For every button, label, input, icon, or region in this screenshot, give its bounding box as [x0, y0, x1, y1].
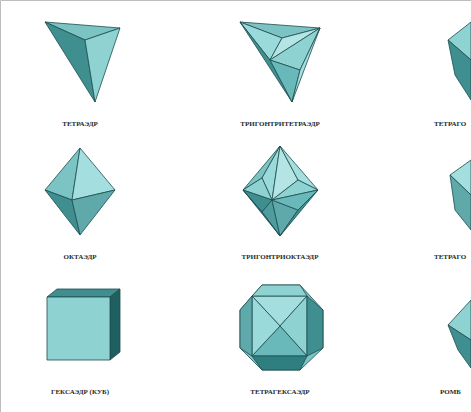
shape-name: ТЕТРАГО [434, 121, 466, 128]
shape-name: ОКТАЭДР [64, 254, 97, 261]
shape-name: ГЕКСАЭДР (КУБ) [51, 389, 109, 396]
shape-name: ТРИГОНТРИОКТАЭДР [242, 254, 319, 261]
shape-name: ТЕТРАЭДР [62, 121, 98, 128]
shape-name: ТЕТРАГЕКСАЭДР [250, 389, 309, 396]
shape-name: ТРИГОНТРИТЕТРАЭДР [240, 121, 319, 128]
shape-name: ТЕТРАГО [434, 254, 466, 261]
shape-name: РОМБ [440, 389, 461, 396]
